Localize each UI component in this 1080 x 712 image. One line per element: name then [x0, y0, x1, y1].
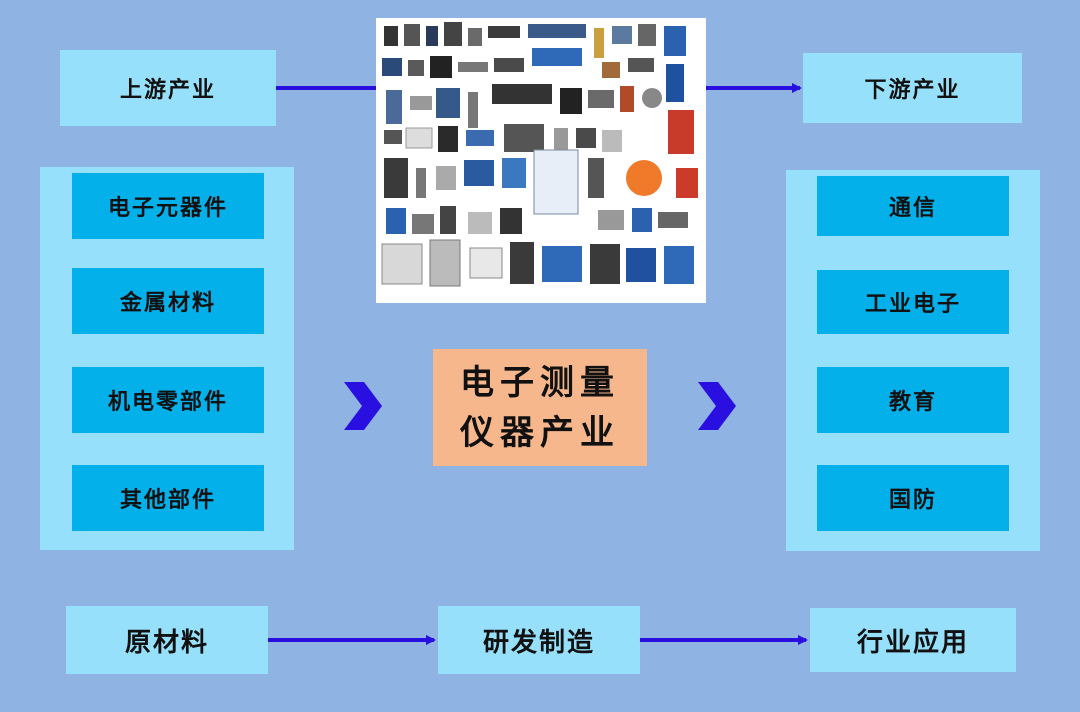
flow-label: 研发制造 — [482, 627, 595, 658]
left-item: 金属材料 — [72, 268, 264, 334]
flow-label: 原材料 — [124, 627, 209, 658]
right-item: 工业电子 — [817, 270, 1009, 334]
right-item-label: 通信 — [888, 195, 937, 221]
instruments-photo — [376, 18, 706, 303]
right-item-label: 工业电子 — [864, 291, 961, 317]
chevron-left-icon — [344, 382, 382, 430]
left-item-label: 金属材料 — [119, 290, 216, 316]
left-item: 机电零部件 — [72, 367, 264, 433]
flow-box-raw-materials: 原材料 — [66, 606, 268, 674]
flow-label: 行业应用 — [856, 627, 969, 658]
right-item: 教育 — [817, 367, 1009, 433]
instruments-illustration — [381, 22, 698, 287]
right-item: 通信 — [817, 176, 1009, 236]
downstream-label: 下游产业 — [864, 77, 961, 103]
left-item: 电子元器件 — [72, 173, 264, 239]
left-item-label: 机电零部件 — [107, 389, 228, 415]
left-item-label: 电子元器件 — [107, 195, 228, 221]
center-line-2: 仪器产业 — [460, 412, 620, 453]
flow-box-rd-manufacturing: 研发制造 — [438, 606, 640, 674]
right-item-label: 国防 — [888, 487, 937, 513]
left-item-label: 其他部件 — [119, 487, 216, 513]
upstream-box: 上游产业 — [60, 50, 276, 126]
right-item: 国防 — [817, 465, 1009, 531]
left-item: 其他部件 — [72, 465, 264, 531]
flow-box-industry-application: 行业应用 — [810, 608, 1016, 672]
center-box: 电子测量 仪器产业 — [433, 349, 647, 466]
downstream-box: 下游产业 — [803, 53, 1022, 123]
chevron-right-icon — [698, 382, 736, 430]
center-line-1: 电子测量 — [460, 362, 620, 403]
upstream-label: 上游产业 — [119, 77, 216, 103]
right-item-label: 教育 — [888, 389, 937, 415]
